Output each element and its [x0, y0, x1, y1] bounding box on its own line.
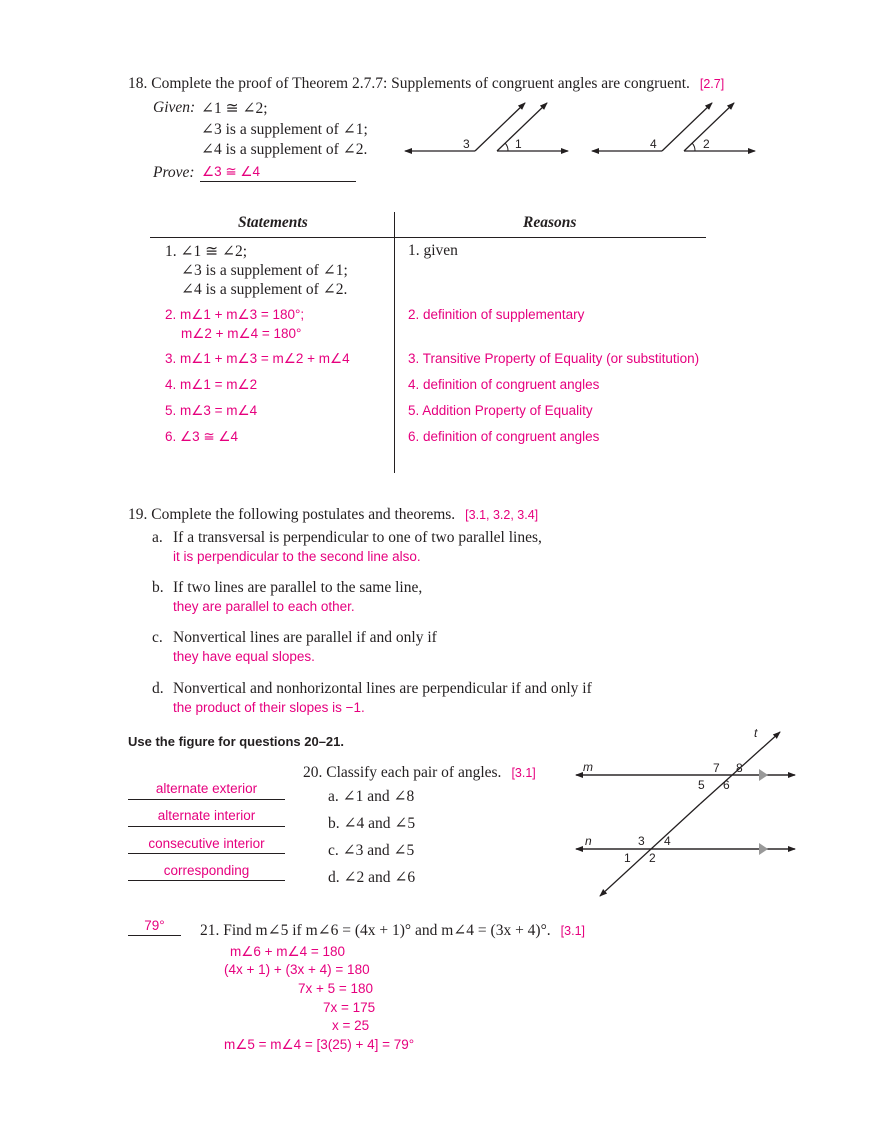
reason-5: 5. Addition Property of Equality	[408, 403, 593, 418]
q20-text: 20. Classify each pair of angles.	[303, 764, 502, 781]
statement-5: 5. m∠3 = m∠4	[165, 403, 258, 418]
q19a-text: If a transversal is perpendicular to one…	[173, 529, 542, 546]
q21-work-6: m∠5 = m∠4 = [3(25) + 4] = 79°	[224, 1037, 415, 1052]
label-3: 3	[638, 834, 645, 848]
q20b-text: b. ∠4 and ∠5	[328, 815, 416, 832]
label-angle-2: 2	[703, 137, 710, 151]
label-t: t	[754, 726, 758, 740]
q18-text: 18. Complete the proof of Theorem 2.7.7:…	[128, 75, 690, 92]
statement-3: 3. m∠1 + m∠3 = m∠2 + m∠4	[165, 351, 350, 366]
q19-text: 19. Complete the following postulates an…	[128, 506, 456, 523]
q19-prompt: 19. Complete the following postulates an…	[128, 506, 538, 524]
parallel-marker-m	[759, 769, 768, 781]
statement-2a: 2. m∠1 + m∠3 = 180°;	[165, 307, 305, 322]
given-1: ∠1 ≅ ∠2;	[201, 100, 268, 117]
q20d-text: d. ∠2 and ∠6	[328, 869, 416, 886]
q19c-answer: they have equal slopes.	[173, 649, 315, 664]
q19a-letter: a.	[152, 529, 163, 546]
q20c-answer: consecutive interior	[148, 836, 265, 851]
label-1: 1	[624, 851, 631, 865]
parallel-lines-figure	[575, 731, 796, 897]
q19-ref: [3.1, 3.2, 3.4]	[465, 508, 539, 522]
label-5: 5	[698, 778, 705, 792]
q20c-text: c. ∠3 and ∠5	[328, 842, 415, 859]
q20b-answer: alternate interior	[157, 808, 256, 823]
statement-4: 4. m∠1 = m∠2	[165, 377, 258, 392]
q21-work-2: (4x + 1) + (3x + 4) = 180	[224, 962, 370, 977]
given-3: ∠4 is a supplement of ∠2.	[201, 141, 368, 158]
label-8: 8	[736, 761, 743, 775]
reason-3: 3. Transitive Property of Equality (or s…	[408, 351, 700, 366]
table-divider	[394, 212, 395, 473]
q19c-letter: c.	[152, 629, 163, 646]
q19b-answer: they are parallel to each other.	[173, 599, 355, 614]
parallel-marker-n	[759, 843, 768, 855]
prove-label: Prove:	[153, 164, 195, 181]
q21-work-5: x = 25	[332, 1018, 370, 1033]
q20a-text: a. ∠1 and ∠8	[328, 788, 415, 805]
q20-prompt: 20. Classify each pair of angles. [3.1]	[303, 764, 536, 782]
label-2: 2	[649, 851, 656, 865]
q19b-text: If two lines are parallel to the same li…	[173, 579, 423, 596]
prove-underline	[200, 181, 356, 182]
statement-1b: ∠3 is a supplement of ∠1;	[181, 262, 348, 279]
q20b-answer-line	[128, 826, 285, 827]
q19d-text: Nonvertical and nonhorizontal lines are …	[173, 680, 592, 697]
label-7: 7	[713, 761, 720, 775]
label-4: 4	[664, 834, 671, 848]
angle-figure-4-2	[591, 102, 756, 154]
q21-ref: [3.1]	[560, 924, 585, 938]
label-m: m	[583, 760, 593, 774]
header-reasons: Reasons	[523, 214, 577, 231]
label-angle-1: 1	[515, 137, 522, 151]
reason-2: 2. definition of supplementary	[408, 307, 585, 322]
q20-ref: [3.1]	[511, 766, 536, 780]
reason-4: 4. definition of congruent angles	[408, 377, 600, 392]
q20c-answer-line	[128, 853, 285, 854]
label-6: 6	[723, 778, 730, 792]
q21-answer: 79°	[144, 918, 165, 933]
statement-2b: m∠2 + m∠4 = 180°	[181, 326, 302, 341]
q19a-answer: it is perpendicular to the second line a…	[173, 549, 421, 564]
q20d-answer-line	[128, 880, 285, 881]
q20a-answer: alternate exterior	[155, 781, 258, 796]
q19d-answer: the product of their slopes is −1.	[173, 700, 365, 715]
q21-work-1: m∠6 + m∠4 = 180	[230, 944, 346, 959]
given-label: Given:	[153, 99, 196, 116]
table-header-rule	[150, 237, 706, 238]
given-2: ∠3 is a supplement of ∠1;	[201, 121, 368, 138]
statement-1c: ∠4 is a supplement of ∠2.	[181, 281, 348, 298]
header-statements: Statements	[238, 214, 308, 231]
q21-text: 21. Find m∠5 if m∠6 = (4x + 1)° and m∠4 …	[200, 922, 551, 939]
label-n: n	[585, 834, 592, 848]
q21-work-3: 7x + 5 = 180	[298, 981, 374, 996]
q19c-text: Nonvertical lines are parallel if and on…	[173, 629, 437, 646]
reason-1: 1. given	[408, 242, 458, 259]
q19b-letter: b.	[152, 579, 164, 596]
angle-figure-3-1	[404, 102, 569, 154]
label-angle-4: 4	[650, 137, 657, 151]
q18-prompt: 18. Complete the proof of Theorem 2.7.7:…	[128, 75, 724, 93]
prove-answer: ∠3 ≅ ∠4	[202, 164, 261, 179]
q21-prompt: 21. Find m∠5 if m∠6 = (4x + 1)° and m∠4 …	[200, 921, 585, 940]
q21-work-4: 7x = 175	[323, 1000, 376, 1015]
figure-note: Use the figure for questions 20–21.	[128, 734, 345, 749]
q20d-answer: corresponding	[163, 863, 250, 878]
statement-6: 6. ∠3 ≅ ∠4	[165, 429, 239, 444]
q21-answer-line	[128, 935, 181, 936]
statement-1a: 1. ∠1 ≅ ∠2;	[165, 243, 248, 260]
q18-ref: [2.7]	[699, 77, 725, 91]
label-angle-3: 3	[463, 137, 470, 151]
q19d-letter: d.	[152, 680, 164, 697]
q20a-answer-line	[128, 799, 285, 800]
reason-6: 6. definition of congruent angles	[408, 429, 600, 444]
